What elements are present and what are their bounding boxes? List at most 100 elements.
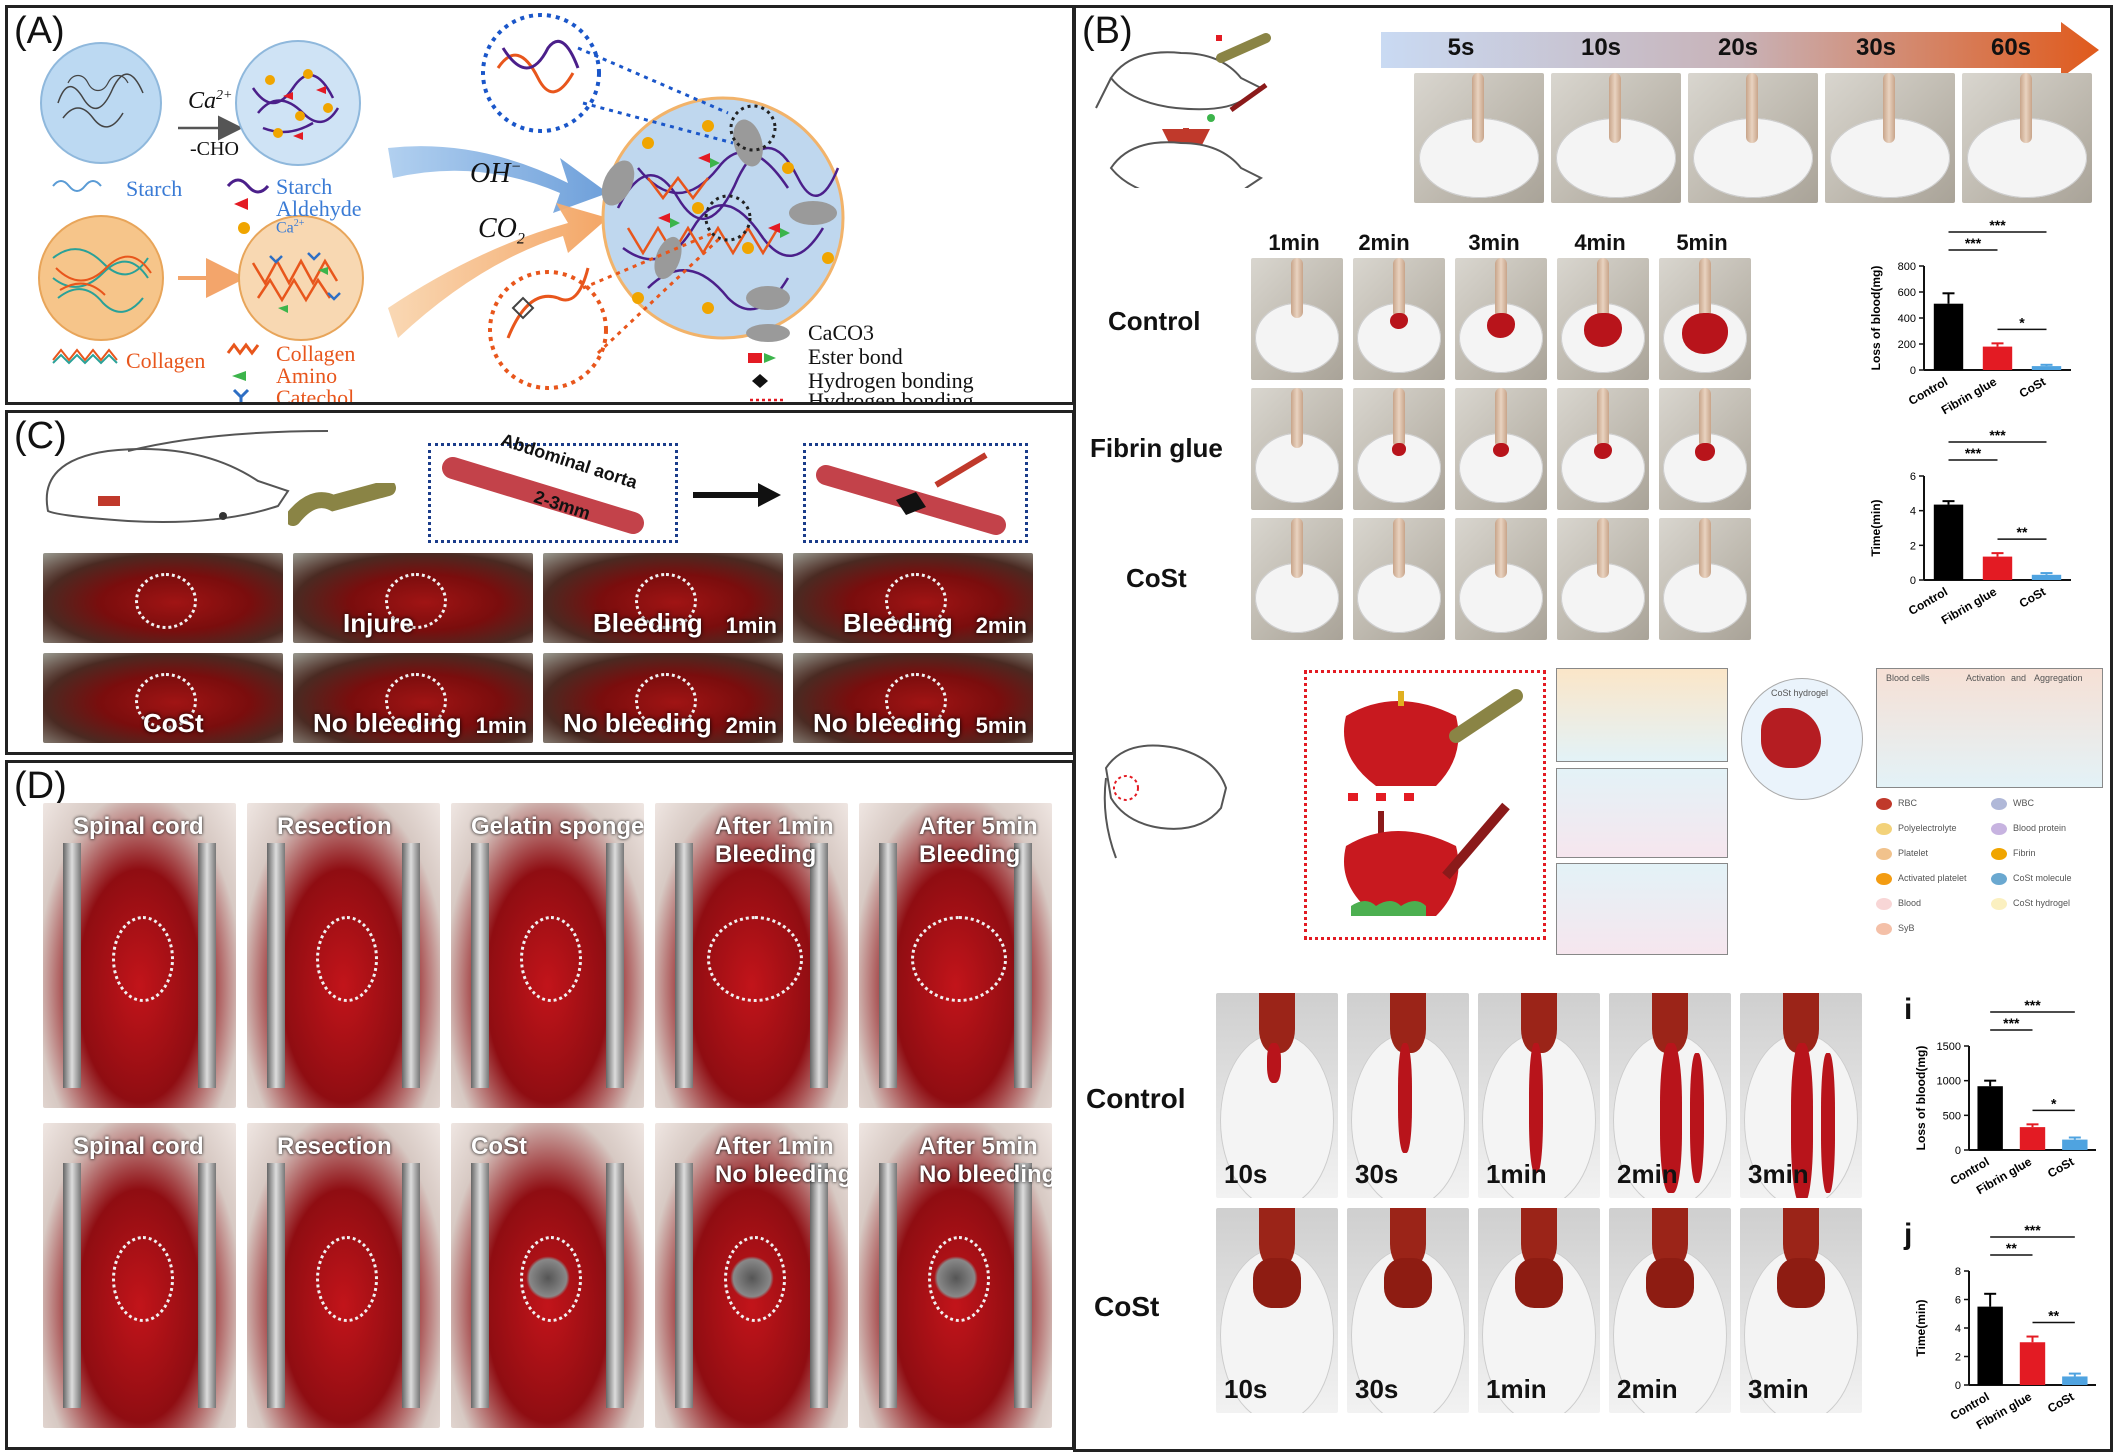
mech-legend-swatch [1991,798,2007,810]
y-tick-label: 500 [1943,1110,1961,1122]
aorta-photo-label: No bleeding [813,708,962,738]
aorta-photo-label: Bleeding [843,608,953,638]
y-axis-label: Loss of blood(mg) [1914,1046,1928,1151]
spinal-photo: Spinal cord [43,1123,236,1428]
aorta-photo: CoSt [43,653,283,743]
y-tick-label: 4 [1955,1323,1961,1335]
legend-starch: Starch [276,174,333,199]
spinal-photo-label: No bleeding [919,1161,1052,1188]
mech-head-1: Activation [1966,673,2006,683]
mech-legend-label: CoSt hydrogel [2013,898,2071,908]
liver-time-label: 2min [1617,1159,1678,1189]
bar [1933,303,1964,370]
spinal-photo-label: Spinal cord [73,1133,204,1160]
spinal-photo-label: No bleeding [715,1161,848,1188]
x-tick-label: Fibrin glue [1939,374,1999,417]
panel-a: (A) [5,5,1075,405]
y-tick-label: 2 [1910,540,1916,552]
bar [1977,1086,2003,1150]
x-tick-label: CoSt [2017,374,2048,400]
ca-label: Ca2+ [188,88,233,114]
time-10s: 10s [1580,34,1622,61]
liver-time-label: 3min [1748,1159,1809,1189]
liver-row-control: Control [1086,1083,1186,1114]
legend-ester-bond: Ester bond [808,344,903,369]
legend-amino: Amino [276,363,338,388]
mech-legend-swatch [1991,848,2007,860]
aorta-photo-time: 2min [725,713,777,738]
liver-procedure-box [1304,670,1546,940]
spinal-photo-label: Bleeding [715,841,817,868]
y-axis-label: Time(min) [1869,499,1883,556]
liver-time-label: 1min [1486,1159,1547,1189]
row-cost: CoSt [1126,563,1187,593]
spinal-photo-label: After 5min [919,1133,1038,1160]
spinal-photo-label: Resection [277,813,392,840]
mech-legend-swatch [1991,898,2007,910]
time-20s: 20s [1717,34,1759,61]
legend-aldehyde: Aldehyde [276,196,362,221]
spinal-photo-label: After 1min [715,1133,834,1160]
mech-legend-swatch [1876,823,1892,835]
panel-b: (B) 5s 10s 20s 30s 60s 1min 2min 3min 4m… [1073,5,2113,1452]
aorta-photo-time: 5min [975,713,1027,738]
liver-photo: 1min [1478,993,1600,1198]
aorta-photo-label: Bleeding [593,608,703,638]
mech-legend-label: RBC [1898,798,1918,808]
tail-photo [1659,388,1751,510]
spinal-photo: CoSt [451,1123,644,1428]
x-tick-label: CoSt [2045,1389,2076,1415]
tail-photo [1455,388,1547,510]
aorta-photo: No bleeding 2min [543,653,783,743]
legend-catechol: Catechol [276,385,355,405]
spinal-photo-label: Spinal cord [73,813,204,840]
time-60s: 60s [1990,34,2032,61]
y-tick-label: 4 [1910,506,1916,518]
significance-stars: ** [2048,1308,2059,1324]
bar [2031,574,2062,580]
brush-icon [288,483,396,526]
significance-stars: *** [1965,235,1982,251]
aorta-photo: Bleeding 1min [543,553,783,643]
aorta-box [428,443,678,543]
rat-sketch-c [45,430,328,523]
legend-hydrogen-bond-2: Hydrogen bonding [808,388,974,405]
aorta-photo: No bleeding 5min [793,653,1033,743]
liver-time-label: 30s [1355,1159,1399,1189]
aorta-photo-label: No bleeding [313,708,462,738]
mech-legend-label: Blood [1898,898,1922,908]
tail-photo [1557,518,1649,640]
mech-legend-label: Activated platelet [1898,873,1967,883]
y-tick-label: 200 [1898,339,1916,351]
significance-stars: *** [2024,998,2041,1013]
bar [2062,1376,2088,1385]
liver-time-label: 10s [1224,1374,1268,1404]
spinal-photo: Resection [247,803,440,1108]
mech-legend-label: Polyelectrolyte [1898,823,1957,833]
spinal-photo: Gelatin sponge [451,803,644,1108]
mech-title: CoSt hydrogel [1771,688,1829,698]
col-3min: 3min [1468,230,1520,255]
mech-legend-swatch [1876,873,1892,885]
panel-i-label: i [1904,993,1913,1026]
liver-photo: 3min [1740,1208,1862,1413]
x-tick-label: CoSt [2017,584,2048,610]
aorta-photo-label: CoSt [143,708,204,738]
liver-procedure [1344,689,1523,916]
aorta-photo-label: No bleeding [563,708,712,738]
liver-time-label: 30s [1355,1374,1399,1404]
y-tick-label: 8 [1955,1266,1961,1278]
tail-photo-grid [1251,258,1771,658]
y-tick-label: 0 [1955,1145,1961,1157]
panel-c-label: (C) [14,415,67,457]
aorta-photo-time: 1min [725,613,777,638]
